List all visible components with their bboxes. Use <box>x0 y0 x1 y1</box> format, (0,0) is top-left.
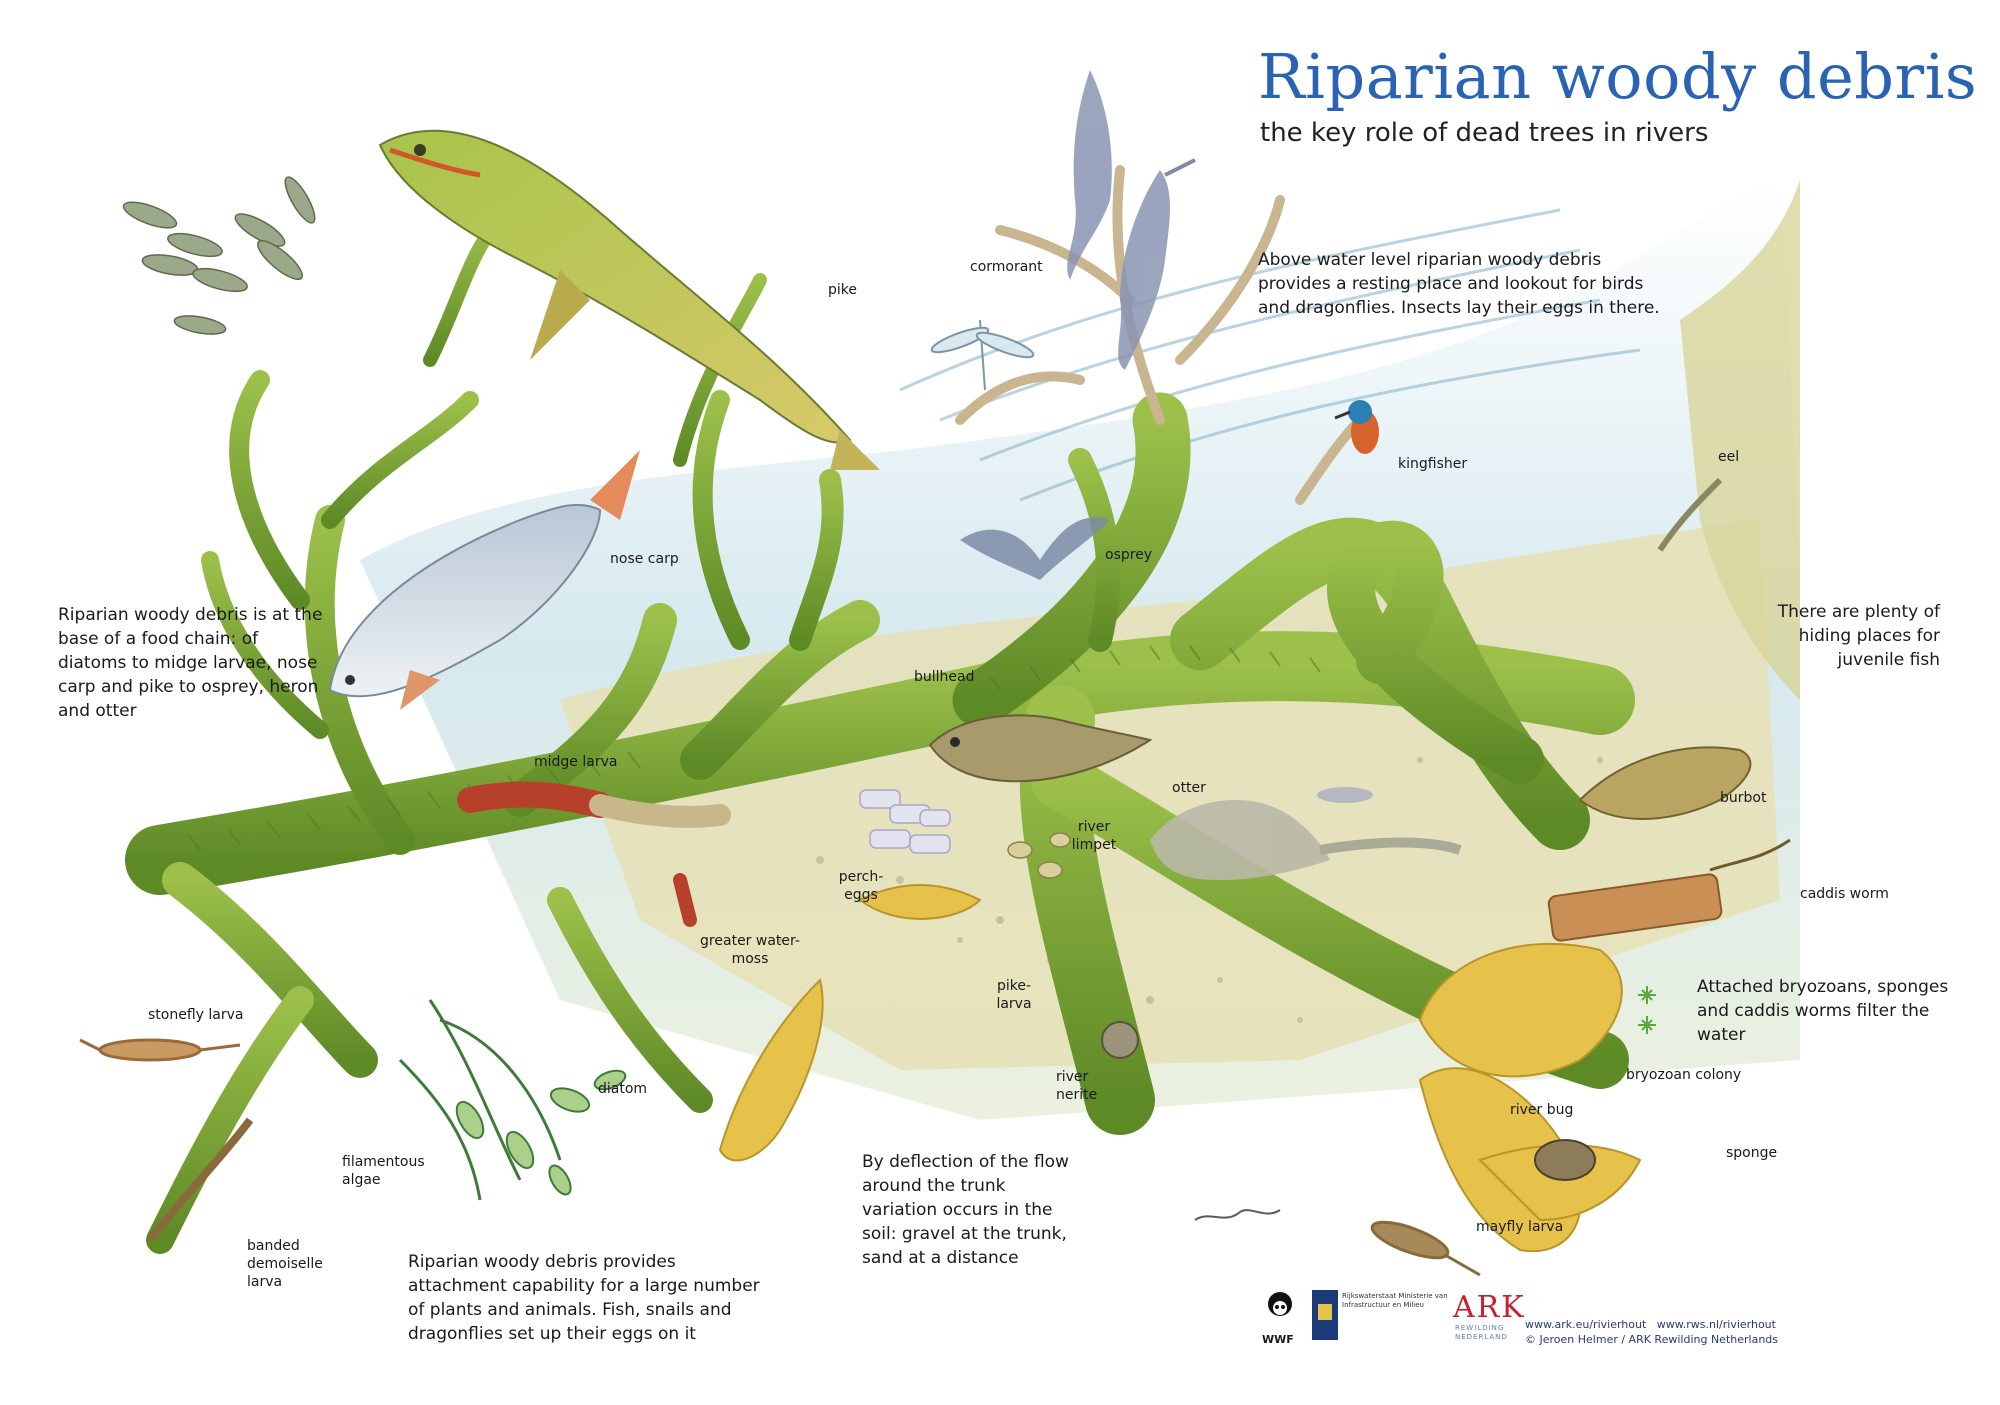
label-river-nerite: river nerite <box>1056 1069 1098 1103</box>
label-caddis-worm: caddis worm <box>1800 886 1889 902</box>
label-pike-larva: pike- larva <box>996 978 1032 1012</box>
midge-larva <box>457 781 731 927</box>
diatom-cells <box>455 1069 627 1196</box>
rijkswaterstaat-logo <box>1312 1290 1338 1340</box>
note-food-chain: Riparian woody debris is at the base of … <box>58 605 323 721</box>
label-stonefly-larva: stonefly larva <box>148 1007 244 1023</box>
page-title: Riparian woody debris <box>1258 40 1978 113</box>
wwf-wordmark: WWF <box>1262 1333 1294 1346</box>
label-greater-water-moss: greater water-moss <box>700 933 800 967</box>
bullhead-fish <box>928 714 1153 783</box>
nose-carp-fish <box>328 450 650 710</box>
label-eel: eel <box>1718 449 1740 465</box>
eel <box>1657 477 1723 552</box>
label-midge-larva: midge larva <box>534 754 618 770</box>
perch-eggs <box>859 789 951 854</box>
mayfly-larva <box>1370 1220 1481 1277</box>
label-kingfisher: kingfisher <box>1398 456 1468 472</box>
label-osprey: osprey <box>1105 547 1153 563</box>
url-ark[interactable]: www.ark.eu/rivierhout <box>1525 1318 1647 1331</box>
copyright: © Jeroen Helmer / ARK Rewilding Netherla… <box>1525 1333 1778 1346</box>
label-burbot: burbot <box>1720 790 1767 806</box>
label-banded-demoiselle-larva: banded demoiselle larva <box>247 1238 323 1290</box>
rijkswaterstaat-wordmark: Rijkswaterstaat Ministerie van Infrastru… <box>1342 1292 1448 1309</box>
note-filter-water: Attached bryozoans, sponges and caddis w… <box>1697 977 1949 1045</box>
otter-animal <box>1150 800 1462 880</box>
label-perch-eggs: perch- eggs <box>838 869 884 903</box>
url-rws[interactable]: www.rws.nl/rivierhout <box>1656 1318 1776 1331</box>
riverbank <box>1680 180 1800 700</box>
perch-school <box>122 176 316 335</box>
caddis-worm <box>1547 838 1791 942</box>
note-above-water: Above water level riparian woody debris … <box>1258 250 1660 318</box>
ark-logo: ARK <box>1453 1290 1526 1325</box>
filamentous-algae <box>398 999 562 1201</box>
label-pike: pike <box>828 282 857 298</box>
label-filamentous-algae: filamentous algae <box>342 1154 425 1188</box>
page-subtitle: the key role of dead trees in rivers <box>1260 118 1709 148</box>
label-diatom: diatom <box>598 1081 648 1097</box>
note-hiding-places: There are plenty of hiding places for ju… <box>1777 602 1940 670</box>
bryozoan-stars <box>1638 986 1656 1034</box>
demoiselle-larva <box>146 1117 254 1243</box>
burbot-fish <box>1578 746 1752 820</box>
water-surface-streaks <box>899 208 1641 502</box>
river-limpets <box>1007 832 1071 879</box>
label-river-limpet: river limpet <box>1071 819 1117 853</box>
river-nerite <box>1101 1021 1139 1059</box>
label-river-bug: river bug <box>1510 1102 1574 1118</box>
label-bullhead: bullhead <box>914 669 975 685</box>
credits: www.ark.eu/rivierhout www.rws.nl/rivierh… <box>1525 1317 1778 1347</box>
ark-subtitle: REWILDING NEDERLAND <box>1455 1324 1508 1341</box>
label-otter: otter <box>1172 780 1206 796</box>
label-nose-carp: nose carp <box>610 551 679 567</box>
wwf-logo <box>1268 1292 1292 1316</box>
cormorant-birds <box>1067 70 1196 370</box>
label-bryozoan-colony: bryozoan colony <box>1626 1067 1742 1083</box>
label-sponge: sponge <box>1726 1145 1778 1161</box>
dragonfly <box>930 319 1035 391</box>
osprey-bird <box>960 517 1110 580</box>
note-attachment: Riparian woody debris provides attachmen… <box>408 1252 760 1344</box>
note-flow-deflection: By deflection of the flow around the tru… <box>862 1152 1069 1268</box>
label-cormorant: cormorant <box>970 259 1043 275</box>
pike-fish <box>378 129 880 470</box>
small-fish <box>1317 787 1373 803</box>
river-bug <box>1534 1139 1596 1181</box>
label-mayfly-larva: mayfly larva <box>1476 1219 1564 1235</box>
artist-signature <box>1194 1209 1281 1221</box>
sponge-colonies <box>718 884 1642 1253</box>
stonefly-larva <box>79 1038 241 1062</box>
kingfisher-bird <box>1334 400 1379 454</box>
